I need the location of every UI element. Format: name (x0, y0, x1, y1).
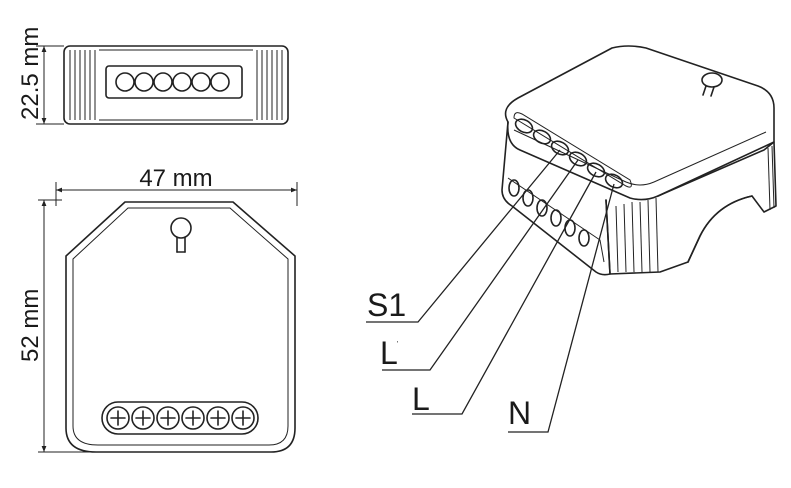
callout-line-l-prime (382, 159, 579, 371)
top-face (504, 45, 775, 201)
terminal-screw (156, 406, 180, 430)
terminal-screw (231, 406, 255, 430)
top-terminal-window (105, 65, 243, 99)
terminal-screw (206, 406, 230, 430)
iso-keyhole-icon (701, 72, 723, 97)
terminal-screw (131, 406, 155, 430)
top-view: 22.5 mm (17, 27, 289, 125)
arch-cutout (687, 195, 753, 263)
right-ribs (256, 50, 283, 120)
callout-line-s1 (366, 149, 561, 323)
left-ribs (69, 50, 96, 120)
front-terminal-strip (101, 401, 259, 435)
callout-line-n (508, 183, 615, 433)
terminal-screw (106, 406, 130, 430)
iso-top-terminal-holes (513, 112, 632, 189)
top-view-body (63, 45, 289, 125)
callouts (366, 149, 615, 433)
width-label: 47 mm (139, 165, 212, 192)
terminal-screws (106, 406, 255, 430)
height-front-label: 52 mm (17, 289, 44, 362)
iso-right-ribs (615, 145, 775, 273)
terminal-label-s1: S1 (367, 287, 406, 323)
keyhole-icon (170, 217, 192, 253)
front-body-inner-outline (72, 207, 289, 446)
top-terminal-holes (115, 72, 230, 92)
front-view: 47 mm 52 mm (17, 165, 298, 453)
height-top-label: 22.5 mm (17, 27, 44, 120)
front-left-face (501, 121, 611, 276)
terminal-screw (181, 406, 205, 430)
terminal-label-l-prime: L (380, 335, 398, 371)
front-body-outline (65, 201, 296, 453)
terminal-label-l-prime-mark: ' (397, 341, 398, 348)
terminal-label-n: N (508, 395, 531, 431)
isometric-view (501, 45, 777, 276)
callout-line-l (412, 171, 597, 415)
terminal-label-l: L (412, 381, 430, 417)
